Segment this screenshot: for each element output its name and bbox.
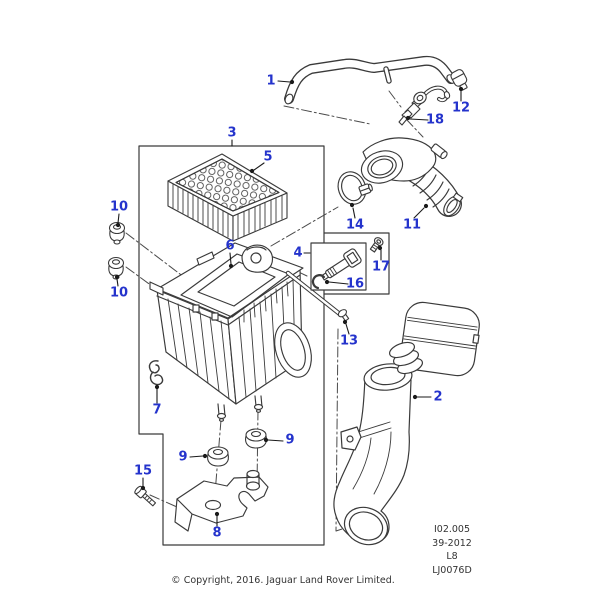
- screw-part-17: [369, 237, 384, 253]
- hose-clamp-part-14: [337, 171, 373, 205]
- sensor-part-16: [320, 248, 362, 281]
- grommet-part-10b: [107, 256, 125, 280]
- part-callout-8[interactable]: 8: [212, 525, 222, 541]
- grommet-part-9b: [245, 428, 267, 449]
- part-callout-4[interactable]: 4: [293, 245, 303, 261]
- grommet-part-10a: [108, 221, 126, 245]
- detail-box-part-4: [310, 237, 384, 291]
- copyright-notice: © Copyright, 2016. Jaguar Land Rover Lim…: [171, 575, 395, 586]
- part-callout-10a[interactable]: 10: [109, 199, 129, 215]
- duct-assembly-part-2: [333, 301, 480, 546]
- title-block-drawing: LJ0076D: [432, 564, 472, 576]
- part-callout-17[interactable]: 17: [371, 259, 391, 275]
- title-block: I02.005 39-2012 L8 LJ0076D: [432, 523, 472, 577]
- bracket-part-8: [174, 469, 269, 532]
- intake-duct-part-11: [360, 137, 464, 217]
- grommet-part-9a: [207, 446, 229, 467]
- circlip-part-16: [311, 274, 326, 290]
- part-callout-9b[interactable]: 9: [285, 432, 295, 448]
- part-callout-14[interactable]: 14: [345, 217, 365, 233]
- tube-clip-part-13: [285, 270, 350, 322]
- air-filter-part-5: [167, 153, 288, 242]
- part-callout-6[interactable]: 6: [225, 238, 235, 254]
- part-callout-5[interactable]: 5: [263, 149, 273, 165]
- part-callout-18[interactable]: 18: [425, 112, 445, 128]
- part-callout-1[interactable]: 1: [266, 73, 276, 89]
- leader-lines: [114, 79, 464, 527]
- title-block-variant: L8: [446, 551, 458, 562]
- part-callout-10b[interactable]: 10: [109, 285, 129, 301]
- part-callout-2[interactable]: 2: [433, 389, 443, 405]
- sensor-part-18: [398, 85, 451, 126]
- part-callout-11[interactable]: 11: [402, 217, 422, 233]
- part-callout-3[interactable]: 3: [227, 125, 237, 141]
- air-cleaner-part-6: [149, 242, 312, 422]
- title-block-sheet: 39-2012: [432, 537, 472, 549]
- title-block-code: I02.005: [433, 524, 471, 535]
- part-callout-9a[interactable]: 9: [178, 449, 188, 465]
- part-callout-13[interactable]: 13: [339, 333, 359, 349]
- clip-part-7: [148, 360, 164, 386]
- hose-part-1: [284, 55, 456, 105]
- part-callout-7[interactable]: 7: [152, 402, 162, 418]
- part-callout-15[interactable]: 15: [133, 463, 153, 479]
- boundary-box-3: [138, 145, 390, 546]
- part-callout-16[interactable]: 16: [345, 276, 365, 292]
- part-callout-12[interactable]: 12: [451, 100, 471, 116]
